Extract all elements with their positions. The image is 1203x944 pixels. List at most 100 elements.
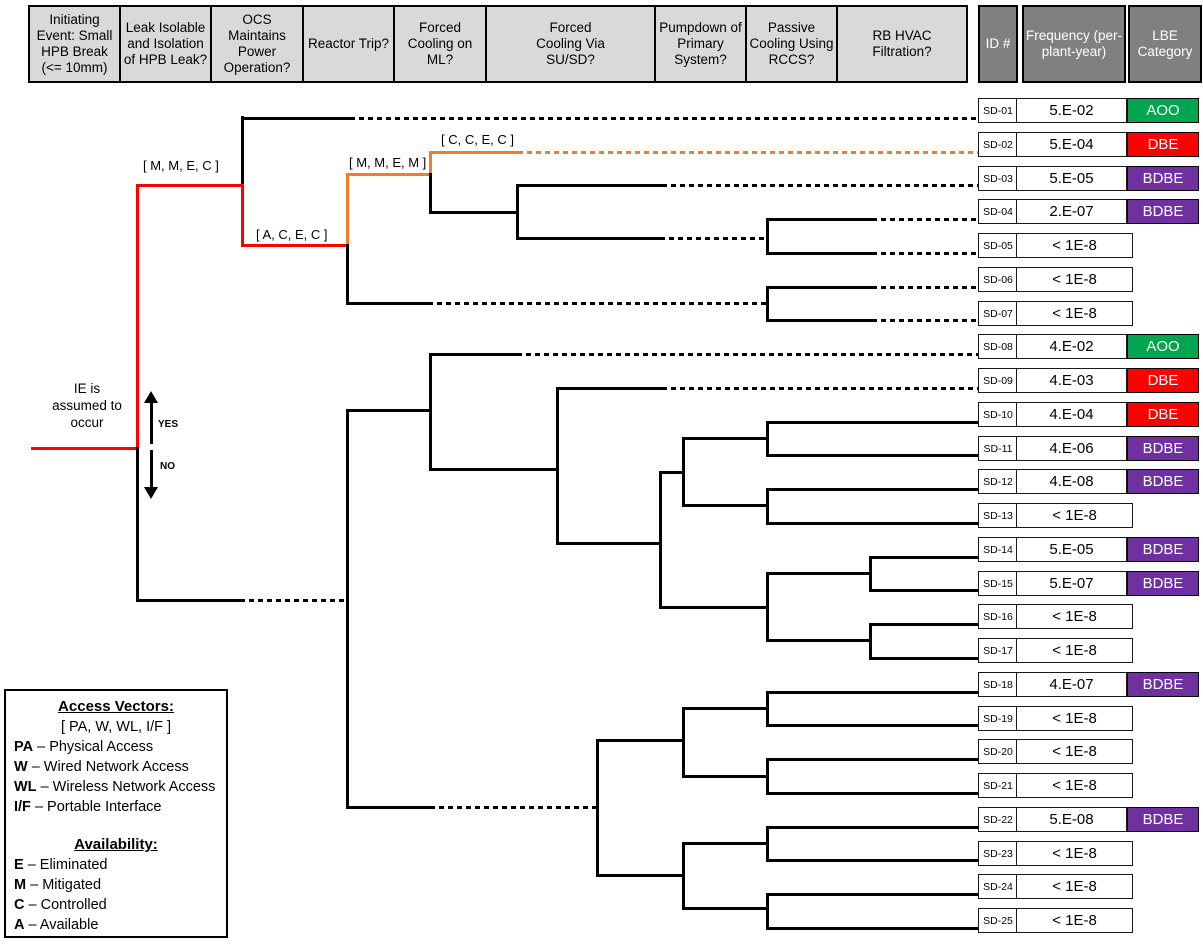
legend-item: WL – Wireless Network Access bbox=[14, 779, 216, 795]
row-id-box: SD-05 bbox=[978, 233, 1018, 258]
legend-item-key: WL bbox=[14, 779, 37, 795]
tree-branch-segment bbox=[765, 487, 769, 525]
yes-branch-label: YES bbox=[158, 419, 179, 430]
tree-branch-segment bbox=[683, 436, 767, 440]
row-frequency-box: < 1E-8 bbox=[1016, 874, 1133, 899]
row-id-box: SD-08 bbox=[978, 334, 1018, 359]
legend-item-key: M bbox=[14, 877, 27, 893]
legend-item: M – Mitigated bbox=[14, 877, 102, 893]
tree-branch-segment bbox=[347, 805, 430, 809]
tree-branch-segment bbox=[430, 352, 517, 356]
row-id-box: SD-07 bbox=[978, 301, 1018, 326]
legend-availability-title: Availability: bbox=[74, 836, 158, 853]
row-id-box: SD-24 bbox=[978, 874, 1018, 899]
row-frequency-box: < 1E-8 bbox=[1016, 908, 1133, 933]
row-id-box: SD-22 bbox=[978, 807, 1018, 832]
tree-branch-segment bbox=[428, 150, 432, 176]
tree-branch-segment bbox=[767, 571, 870, 575]
tree-branch-segment bbox=[870, 656, 978, 660]
no-branch-label: NO bbox=[160, 461, 175, 472]
tree-branch-segment bbox=[765, 420, 769, 457]
header-col-label: LBE Category bbox=[1137, 28, 1193, 59]
tree-branch-segment bbox=[345, 408, 349, 809]
legend-gap bbox=[6, 817, 226, 835]
no-arrow-icon bbox=[150, 450, 153, 488]
row-frequency-box: < 1E-8 bbox=[1016, 773, 1133, 798]
tree-branch-segment bbox=[767, 251, 872, 255]
row-frequency-box: 5.E-05 bbox=[1016, 166, 1127, 191]
tree-branch-segment bbox=[345, 243, 349, 305]
row-id-box: SD-15 bbox=[978, 571, 1018, 596]
header-col-forced-cooling-on-ml: Forced Cooling on ML? bbox=[393, 5, 487, 83]
tree-branch-segment bbox=[872, 318, 978, 322]
tree-branch-segment bbox=[430, 805, 597, 809]
lbe-category-badge: BDBE bbox=[1127, 537, 1199, 562]
header-col-label: OCS Maintains Power Operation? bbox=[223, 12, 291, 75]
tree-branch-segment bbox=[767, 825, 978, 829]
tree-branch-segment bbox=[765, 217, 769, 255]
tree-branch-segment bbox=[683, 774, 767, 778]
tree-branch-segment bbox=[240, 183, 244, 247]
tree-branch-segment bbox=[872, 217, 978, 221]
legend-access-title: Access Vectors: bbox=[58, 698, 174, 715]
lbe-category-badge: AOO bbox=[1127, 334, 1199, 359]
tree-branch-segment bbox=[137, 598, 240, 602]
tree-branch-segment bbox=[135, 183, 139, 450]
tree-branch-segment bbox=[517, 352, 978, 356]
tree-branch-segment bbox=[658, 470, 662, 609]
lbe-category-badge: DBE bbox=[1127, 132, 1199, 157]
tree-branch-segment bbox=[767, 791, 978, 795]
access-vector-label: [ M, M, E, C ] bbox=[143, 158, 219, 173]
row-frequency-box: 5.E-08 bbox=[1016, 807, 1127, 832]
access-vector-label: [ A, C, E, C ] bbox=[256, 227, 328, 242]
initiating-event-note: IE is assumed to occur bbox=[52, 381, 122, 430]
no-arrowhead-icon bbox=[144, 487, 158, 499]
row-id-box: SD-20 bbox=[978, 739, 1018, 764]
row-id-box: SD-02 bbox=[978, 132, 1018, 157]
row-frequency-box: 5.E-05 bbox=[1016, 537, 1127, 562]
tree-branch-segment bbox=[240, 598, 347, 602]
legend-item-key: PA bbox=[14, 739, 34, 755]
tree-branch-segment bbox=[765, 285, 769, 322]
row-frequency-box: 4.E-04 bbox=[1016, 402, 1127, 427]
header-col-label: RB HVAC Filtration? bbox=[872, 28, 932, 59]
tree-branch-segment bbox=[515, 183, 519, 240]
legend-item: C – Controlled bbox=[14, 897, 107, 913]
tree-branch-segment bbox=[347, 301, 428, 305]
row-frequency-box: 5.E-07 bbox=[1016, 571, 1127, 596]
lbe-category-badge: BDBE bbox=[1127, 672, 1199, 697]
row-frequency-box: 4.E-03 bbox=[1016, 368, 1127, 393]
tree-branch-segment bbox=[870, 588, 978, 592]
row-frequency-box: < 1E-8 bbox=[1016, 841, 1133, 866]
tree-branch-segment bbox=[135, 446, 139, 602]
row-frequency-box: 4.E-08 bbox=[1016, 469, 1127, 494]
tree-branch-segment bbox=[765, 892, 769, 930]
legend-box: Access Vectors:[ PA, W, WL, I/F ]PA – Ph… bbox=[4, 689, 228, 938]
tree-branch-segment bbox=[347, 172, 430, 176]
header-col-passive-cooling-using-rccs: Passive Cooling Using RCCS? bbox=[745, 5, 838, 83]
tree-branch-segment bbox=[345, 172, 349, 247]
row-frequency-box: 5.E-02 bbox=[1016, 98, 1127, 123]
tree-branch-segment bbox=[765, 757, 769, 795]
tree-branch-segment bbox=[767, 487, 978, 491]
header-col-lbe-category: LBE Category bbox=[1128, 5, 1202, 83]
header-col-label: Reactor Trip? bbox=[307, 36, 390, 51]
row-frequency-box: < 1E-8 bbox=[1016, 706, 1133, 731]
tree-branch-segment bbox=[765, 571, 769, 642]
row-frequency-box: < 1E-8 bbox=[1016, 267, 1133, 292]
row-id-box: SD-14 bbox=[978, 537, 1018, 562]
header-col-initiating-event-small-hpb-break-10mm: Initiating Event: Small HPB Break (<= 10… bbox=[28, 5, 121, 83]
header-col-label: Frequency (per-plant-year) bbox=[1025, 28, 1123, 59]
tree-branch-segment bbox=[242, 116, 350, 120]
row-id-box: SD-06 bbox=[978, 267, 1018, 292]
tree-branch-segment bbox=[767, 892, 978, 896]
tree-branch-segment bbox=[662, 183, 978, 187]
tree-branch-segment bbox=[428, 352, 432, 471]
tree-branch-segment bbox=[681, 841, 685, 910]
legend-item: A – Available bbox=[14, 917, 99, 933]
tree-branch-segment bbox=[683, 503, 767, 507]
lbe-category-badge: BDBE bbox=[1127, 571, 1199, 596]
tree-branch-segment bbox=[681, 436, 685, 507]
tree-branch-segment bbox=[662, 386, 978, 390]
